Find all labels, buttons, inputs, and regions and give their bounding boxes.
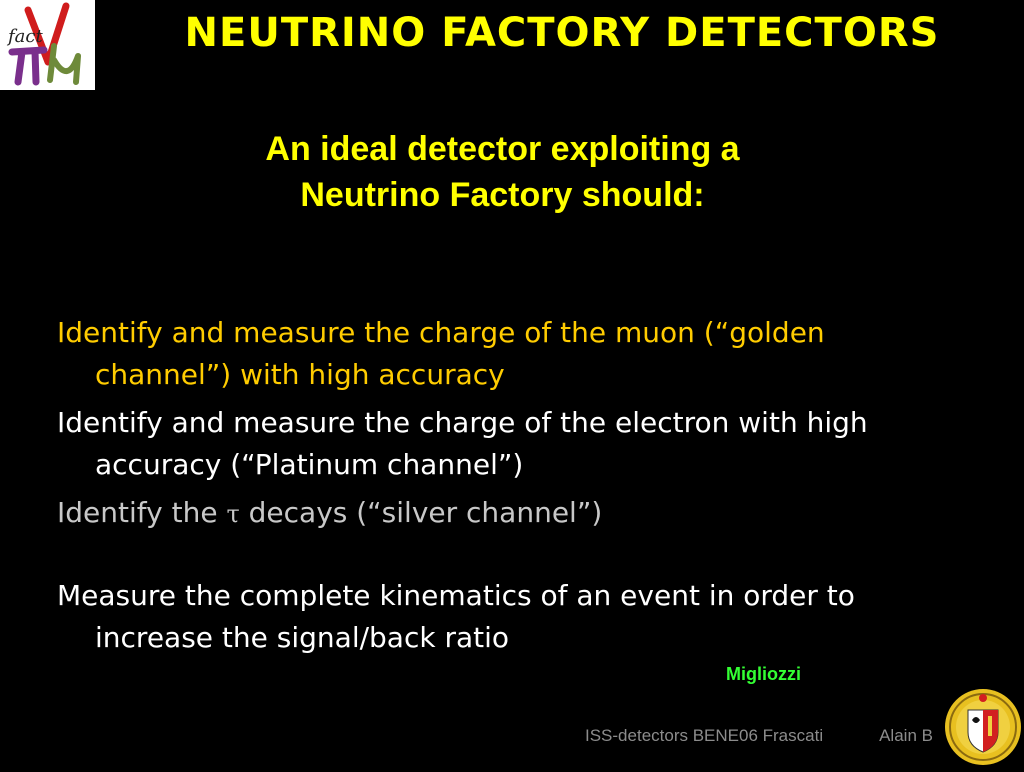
subtitle-line-1: An ideal detector exploiting a [265,130,740,168]
slide-title: NEUTRINO FACTORY DETECTORS [184,10,940,56]
subtitle-line-2: Neutrino Factory should: [300,176,705,214]
bullet-list: Identify and measure the charge of the m… [57,312,947,665]
footer-conference: ISS-detectors BENE06 Frascati [585,726,824,745]
svg-text:fact: fact [6,26,43,47]
bullet-silver-pre: Identify the [57,496,227,529]
slide-footer: ISS-detectors BENE06 Frascati Alain B [585,726,933,746]
bullet-kinematics: Measure the complete kinematics of an ev… [57,579,855,654]
bullet-silver-post: decays (“silver channel”) [239,496,603,529]
author-credit: Migliozzi [726,664,801,684]
tau-symbol: τ [226,500,240,528]
bullet-silver-channel: Identify the τ decays (“silver channel”) [57,492,947,535]
bullet-platinum-channel: Identify and measure the charge of the e… [57,406,868,481]
university-seal-icon [942,686,1024,768]
logo-graphic: fact [6,2,81,86]
bullet-golden-channel: Identify and measure the charge of the m… [57,316,825,391]
seal-graphic [945,689,1021,765]
footer-presenter: Alain B [879,726,933,745]
neutrino-factory-logo: fact [0,0,95,90]
slide-subtitle: An ideal detector exploiting a Neutrino … [150,126,855,218]
